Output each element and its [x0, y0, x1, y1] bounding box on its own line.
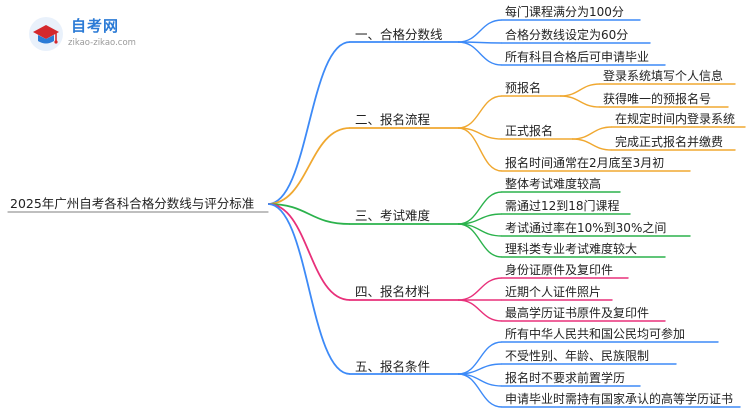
connector	[559, 83, 601, 97]
connector	[457, 277, 503, 301]
logo-url: zikao-zikao.com	[68, 38, 136, 48]
connector	[267, 203, 351, 375]
logo-title: 自考网	[71, 17, 120, 35]
branch-passing-score[interactable]: 一、合格分数线	[355, 27, 443, 42]
leaf-get-pre-number[interactable]: 获得唯一的预报名号	[603, 92, 712, 106]
root-topic[interactable]: 2025年广州自考各科合格分数线与评分标准	[10, 196, 255, 211]
branch-registration-process[interactable]: 二、报名流程	[355, 112, 431, 127]
connector	[267, 127, 351, 205]
leaf-degree-at-graduation[interactable]: 申请毕业时需持有国家承认的高等学历证书	[505, 392, 734, 406]
connector	[457, 373, 503, 408]
leaf-no-restrictions[interactable]: 不受性别、年龄、民族限制	[505, 349, 650, 363]
leaf-diploma[interactable]: 最高学历证书原件及复印件	[505, 306, 650, 320]
logo-mark-icon	[29, 17, 63, 51]
branch-exam-difficulty[interactable]: 三、考试难度	[355, 208, 431, 223]
connector	[457, 127, 503, 172]
connector	[457, 95, 503, 129]
leaf-no-prior-degree[interactable]: 报名时不要求前置学历	[505, 371, 626, 385]
connector	[267, 203, 351, 225]
leaf-login-in-time[interactable]: 在规定时间内登录系统	[615, 112, 736, 126]
connector	[559, 95, 601, 108]
connector	[267, 203, 351, 301]
connector	[571, 138, 613, 151]
leaf-pass-rate[interactable]: 考试通过率在10%到30%之间	[505, 221, 667, 235]
sub-formal-registration[interactable]: 正式报名	[505, 124, 554, 138]
leaf-photo[interactable]: 近期个人证件照片	[505, 285, 602, 299]
leaf-pay-fee[interactable]: 完成正式报名并缴费	[615, 135, 724, 149]
connector	[457, 299, 503, 322]
leaf-overall-difficulty[interactable]: 整体考试难度较高	[505, 177, 602, 191]
connector	[571, 126, 613, 140]
sub-pre-registration[interactable]: 预报名	[505, 81, 542, 95]
leaf-id-card[interactable]: 身份证原件及复印件	[505, 263, 614, 277]
connector	[457, 41, 503, 66]
connector	[457, 223, 503, 258]
leaf-pass-line[interactable]: 合格分数线设定为60分	[505, 28, 629, 42]
leaf-fill-personal-info[interactable]: 登录系统填写个人信息	[603, 69, 724, 83]
leaf-graduate-condition[interactable]: 所有科目合格后可申请毕业	[505, 50, 650, 64]
leaf-full-score[interactable]: 每门课程满分为100分	[505, 5, 624, 19]
branch-registration-materials[interactable]: 四、报名材料	[355, 284, 431, 299]
leaf-registration-time[interactable]: 报名时间通常在2月底至3月初	[505, 156, 665, 170]
leaf-course-count[interactable]: 需通过12到18门课程	[505, 199, 620, 213]
site-logo[interactable]: 自考网 zikao-zikao.com	[24, 14, 146, 54]
leaf-science-difficulty[interactable]: 理科类专业考试难度较大	[505, 242, 638, 256]
connector	[457, 19, 503, 43]
connector	[267, 41, 351, 205]
branch-registration-conditions[interactable]: 五、报名条件	[355, 359, 431, 374]
leaf-all-citizens[interactable]: 所有中华人民共和国公民均可参加	[505, 327, 686, 341]
